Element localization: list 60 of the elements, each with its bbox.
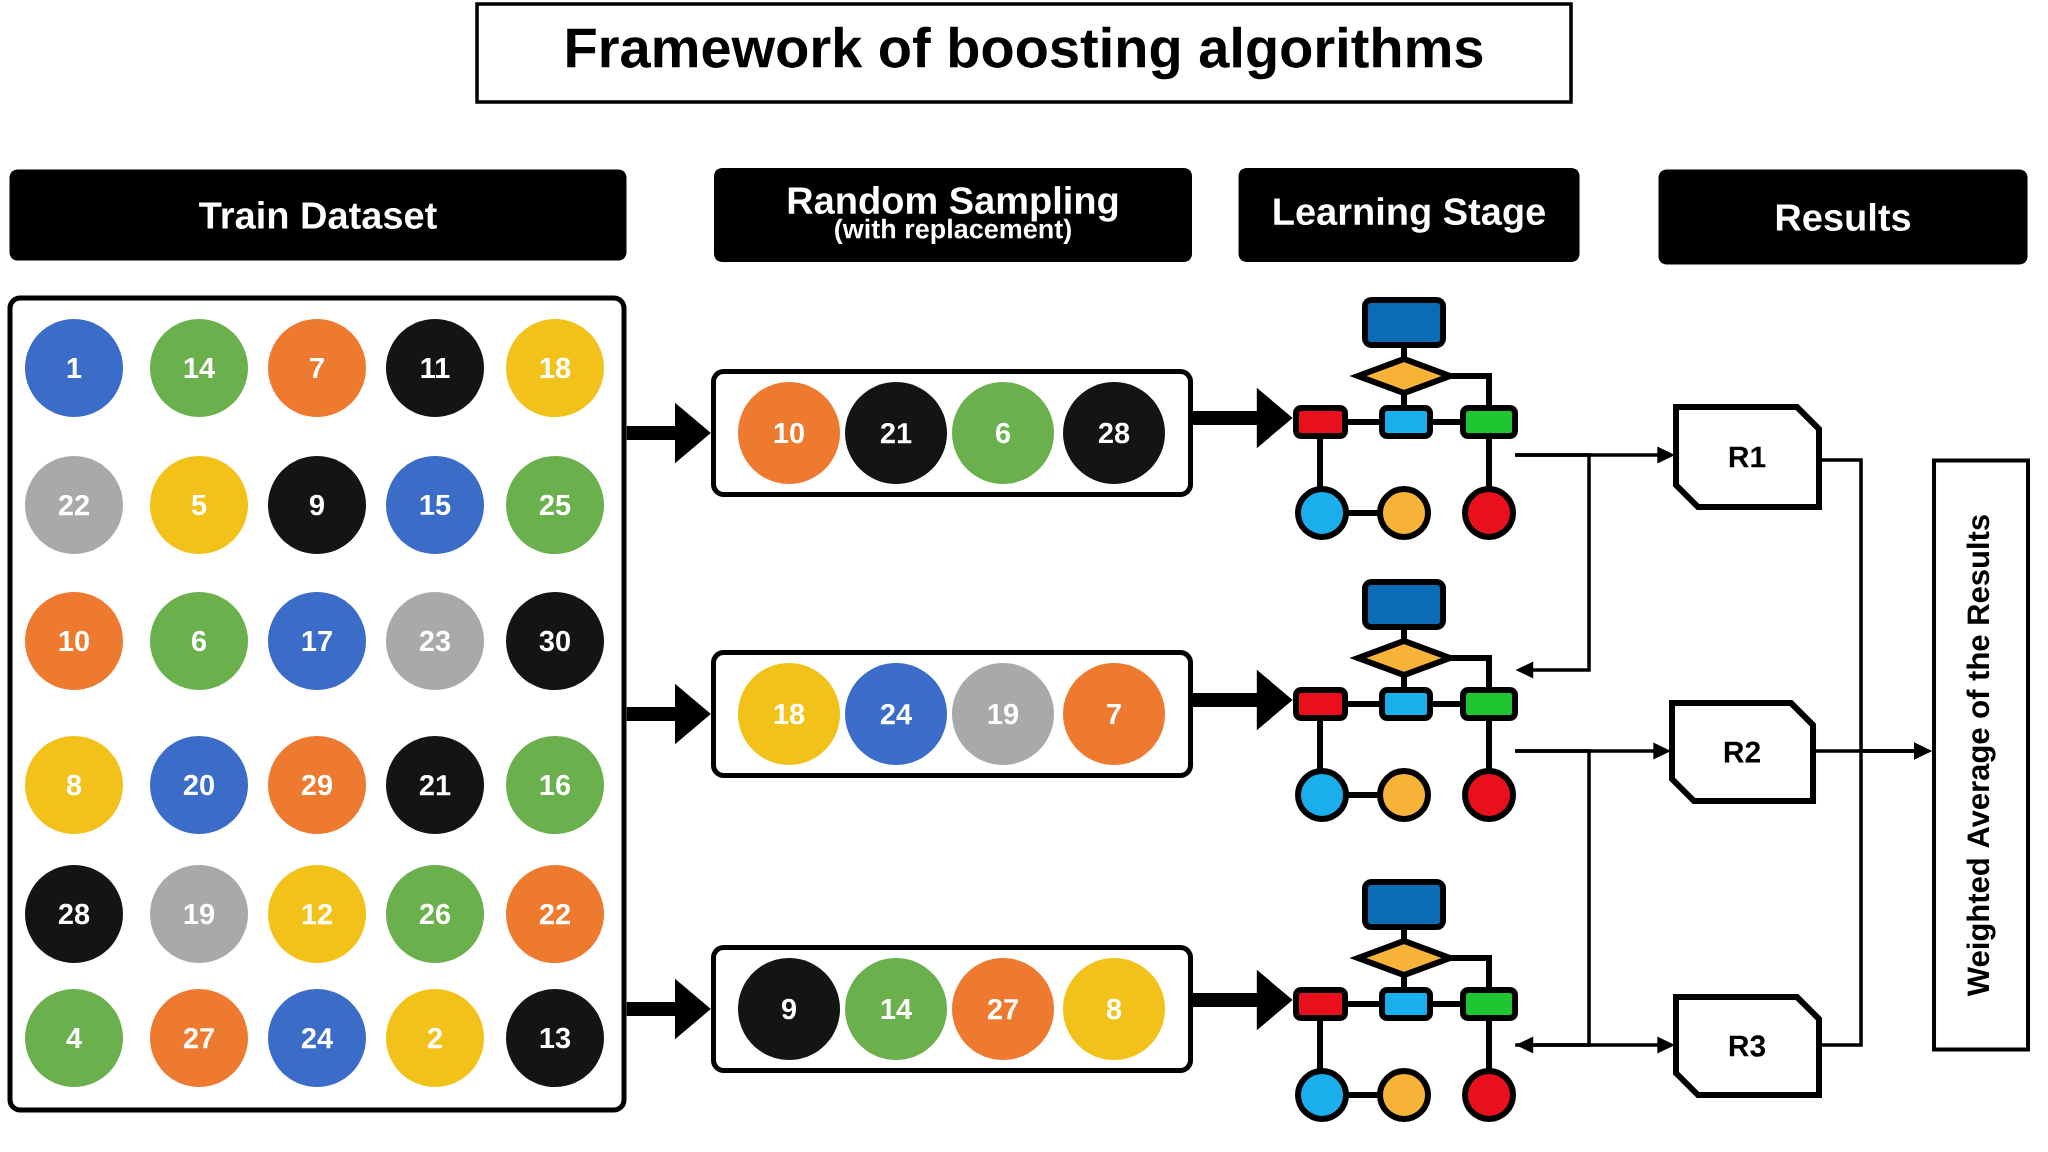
result-box: R3 [1673,994,1822,1098]
numbered-ball: 14 [150,319,248,417]
numbered-ball: 19 [952,663,1054,765]
numbered-ball: 8 [1063,958,1165,1060]
numbered-ball: 28 [25,865,123,963]
numbered-ball: 24 [268,989,366,1087]
flowchart-drawing [1293,297,1518,540]
numbered-ball: 2 [386,989,484,1087]
result-box: R1 [1673,404,1822,510]
numbered-ball: 30 [506,592,604,690]
numbered-ball: 29 [268,736,366,834]
numbered-ball: 9 [268,456,366,554]
numbered-ball: 11 [386,319,484,417]
header-band: Results [1658,169,2028,265]
numbered-ball: 22 [506,865,604,963]
numbered-ball: 10 [738,382,840,484]
header-band: Random Sampling (with replacement) [714,168,1192,262]
numbered-ball: 14 [845,958,947,1060]
flowchart-drawing [1293,879,1518,1122]
numbered-ball: 4 [25,989,123,1087]
numbered-ball: 18 [506,319,604,417]
numbered-ball: 24 [845,663,947,765]
numbered-ball: 26 [386,865,484,963]
numbered-ball: 7 [268,319,366,417]
numbered-ball: 21 [386,736,484,834]
result-box: R2 [1669,700,1816,804]
arrow [1515,749,1591,1054]
numbered-ball: 1 [25,319,123,417]
numbered-ball: 28 [1063,382,1165,484]
numbered-ball: 27 [150,989,248,1087]
numbered-ball: 27 [952,958,1054,1060]
dataset-box [7,295,627,1113]
flowchart-drawing [1293,579,1518,822]
numbered-ball: 22 [25,456,123,554]
numbered-ball: 5 [150,456,248,554]
numbered-ball: 7 [1063,663,1165,765]
header-band: Learning Stage [1238,168,1580,262]
numbered-ball: 13 [506,989,604,1087]
numbered-ball: 15 [386,456,484,554]
title-box: Framework of boosting algorithms [475,2,1573,104]
sample-box [711,650,1193,778]
numbered-ball: 21 [845,382,947,484]
sample-box [711,369,1193,497]
numbered-ball: 17 [268,592,366,690]
numbered-ball: 8 [25,736,123,834]
numbered-ball: 25 [506,456,604,554]
numbered-ball: 12 [268,865,366,963]
numbered-ball: 19 [150,865,248,963]
result-average-box: Weighted Average of the Results [1932,458,2030,1052]
numbered-ball: 6 [952,382,1054,484]
numbered-ball: 23 [386,592,484,690]
numbered-ball: 10 [25,592,123,690]
numbered-ball: 16 [506,736,604,834]
numbered-ball: 18 [738,663,840,765]
numbered-ball: 20 [150,736,248,834]
arrow [1515,453,1591,679]
header-band: Train Dataset [9,169,627,261]
numbered-ball: 9 [738,958,840,1060]
numbered-ball: 6 [150,592,248,690]
sample-box [711,945,1193,1073]
